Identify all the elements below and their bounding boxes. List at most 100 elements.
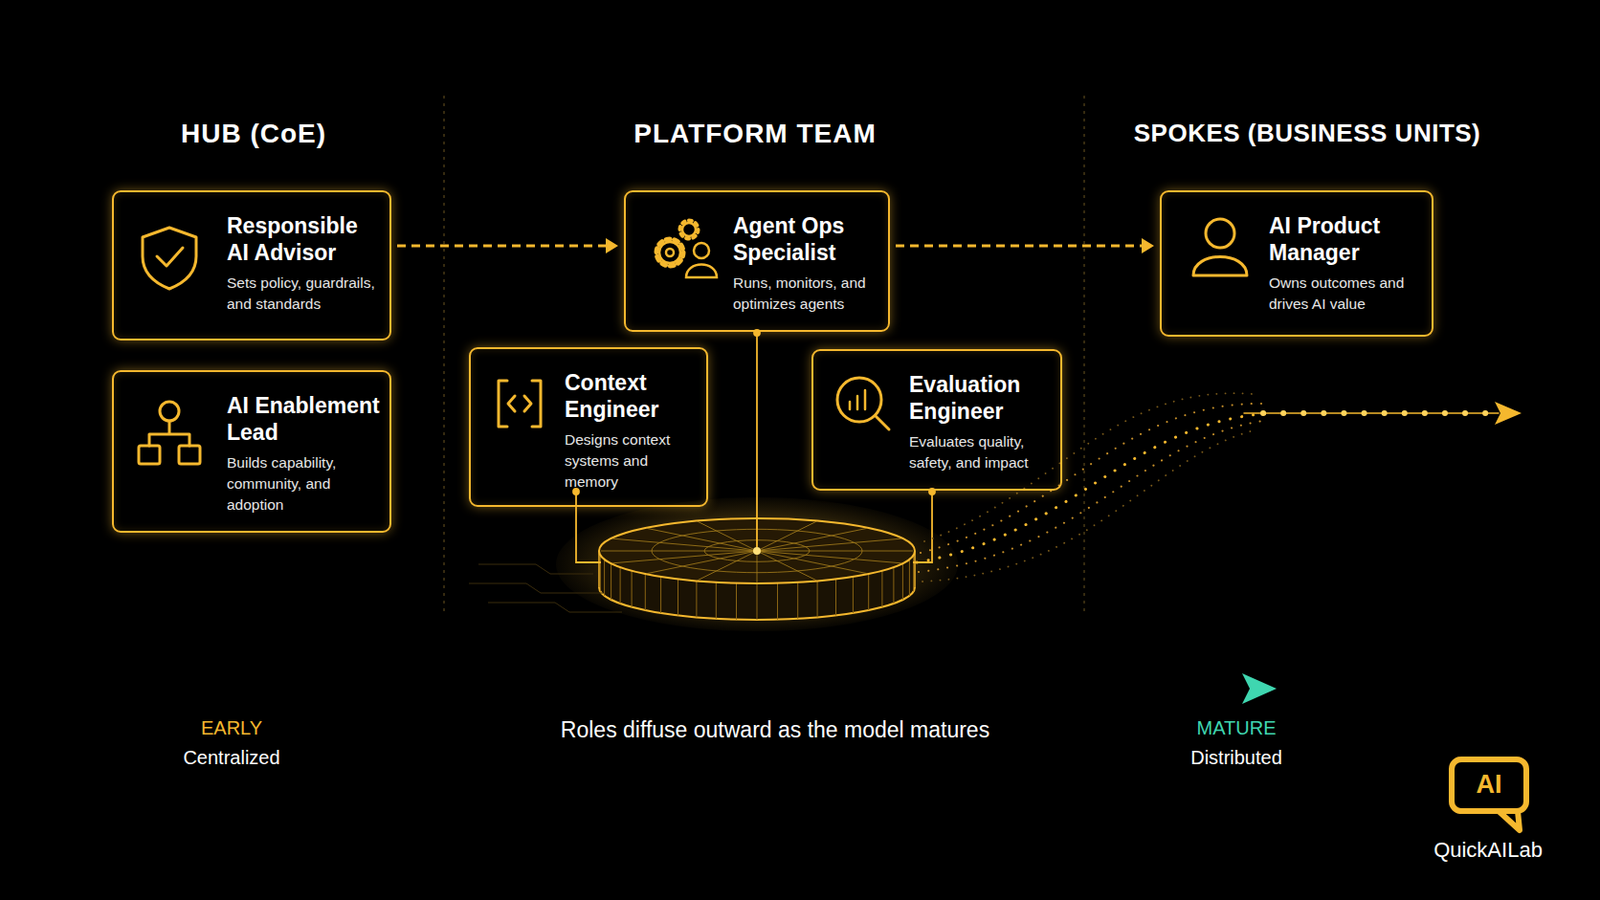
flow-connector: [895, 238, 1155, 254]
person-body: [1193, 257, 1247, 277]
grid-rib: [600, 555, 601, 592]
disk-center: [753, 547, 761, 556]
flow-connector: [397, 238, 619, 254]
org-chart-icon: [138, 401, 200, 465]
gear: [682, 222, 696, 237]
grid-spoke: [600, 551, 757, 553]
grid-rib: [912, 555, 914, 592]
timeline-caption: Roles diffuse outward as the model matur…: [560, 717, 990, 744]
circuit-traces: [468, 564, 623, 613]
dashed-line: [397, 244, 606, 248]
grid-rib: [914, 551, 916, 588]
stage-label: EARLY: [200, 717, 263, 740]
role-title: Agent Ops Specialist: [733, 213, 879, 267]
grid-spoke: [612, 551, 757, 564]
grid-rib: [835, 578, 837, 616]
logo-text: QuickAILab: [1433, 838, 1543, 864]
gear-hub: [666, 248, 674, 257]
logo-bubble: [1451, 759, 1527, 831]
dashed-line: [895, 244, 1142, 248]
grid-spoke: [756, 551, 867, 575]
shield-icon: [142, 227, 197, 289]
role-box: Evaluation EngineerEvaluates quality, sa…: [811, 349, 1063, 491]
gear-teeth: [680, 221, 699, 240]
gear-teeth: [656, 239, 684, 267]
trace: [468, 583, 603, 594]
handle: [875, 416, 889, 430]
role-box: Agent Ops SpecialistRuns, monitors, and …: [623, 190, 890, 333]
role-box: AI Product ManagerOwns outcomes and driv…: [1159, 190, 1434, 337]
column-heading: SPOKES (BUSINESS UNITS): [1133, 118, 1482, 149]
grid-rib: [599, 551, 600, 588]
grid-rib: [797, 582, 799, 620]
role-box: AI Enablement LeadBuilds capability, com…: [111, 370, 392, 534]
stage-caption: Distributed: [1190, 747, 1283, 770]
org-lines: [149, 421, 190, 446]
grid-rib: [631, 571, 633, 608]
person-body: [686, 265, 717, 279]
grid-rib: [610, 563, 612, 600]
flow-dots: [1263, 410, 1493, 417]
grid-rib: [867, 574, 869, 611]
role-title: Context Engineer: [564, 370, 697, 423]
grid-rib: [677, 578, 679, 616]
column-heading: HUB (CoE): [180, 118, 327, 150]
shield-outline: [142, 227, 197, 289]
grid-spoke: [756, 528, 867, 552]
check-mark: [156, 247, 183, 267]
bracket: [532, 380, 541, 427]
grid-spoke: [646, 551, 757, 575]
grid-spoke: [646, 528, 757, 552]
gears-person-icon: [656, 221, 717, 279]
timeline-arrowhead: [1242, 673, 1277, 705]
person-head: [693, 243, 710, 259]
role-description: Designs context systems and memory: [564, 429, 697, 492]
role-title: AI Enablement Lead: [226, 393, 380, 446]
grid-rib: [881, 571, 883, 608]
grid-rib: [695, 580, 697, 618]
grid-rib: [892, 567, 894, 604]
grid-rib: [756, 583, 758, 621]
grid-rib: [735, 583, 737, 621]
org-box: [138, 445, 160, 465]
column-separator: [1084, 95, 1086, 613]
column-separator: [444, 95, 445, 613]
grid-spoke: [697, 521, 757, 552]
bars: [849, 390, 866, 410]
flow-streams: [916, 393, 1522, 582]
logo-mark: AI: [1476, 770, 1503, 800]
grid-rib: [715, 582, 717, 620]
leader-wire: [576, 491, 601, 563]
grid-rib: [852, 577, 854, 614]
role-box: Responsible AI AdvisorSets policy, guard…: [111, 190, 392, 341]
role-description: Builds capability, community, and adopti…: [226, 452, 380, 515]
leader-wire: [755, 333, 758, 548]
stage-label: MATURE: [1197, 717, 1277, 740]
grid-spoke: [756, 551, 758, 584]
grid-spoke: [756, 551, 817, 581]
flow-stream: [922, 430, 1254, 582]
role-description: Evaluates quality, safety, and impact: [909, 431, 1051, 473]
role-title: Evaluation Engineer: [909, 372, 1051, 425]
role-title: AI Product Manager: [1268, 213, 1423, 267]
person-head: [1205, 219, 1235, 248]
chevrons: [508, 396, 532, 412]
grid-rib: [777, 583, 778, 621]
timeline: [163, 673, 1277, 705]
timeline-line: [163, 688, 1256, 691]
gear: [659, 242, 681, 264]
magnifier-chart-icon: [837, 377, 889, 430]
role-description: Sets policy, guardrails, and standards: [226, 272, 380, 314]
bracket: [498, 380, 508, 427]
wire-dot: [573, 488, 579, 495]
flow-stream: [920, 403, 1264, 554]
trace: [488, 602, 623, 613]
bubble-tail: [1498, 811, 1520, 831]
grid-rib: [902, 563, 904, 600]
leader-wire: [912, 491, 933, 563]
stage-caption: Centralized: [182, 747, 280, 770]
arrowhead: [1141, 238, 1155, 254]
role-box: Context EngineerDesigns context systems …: [468, 347, 709, 508]
